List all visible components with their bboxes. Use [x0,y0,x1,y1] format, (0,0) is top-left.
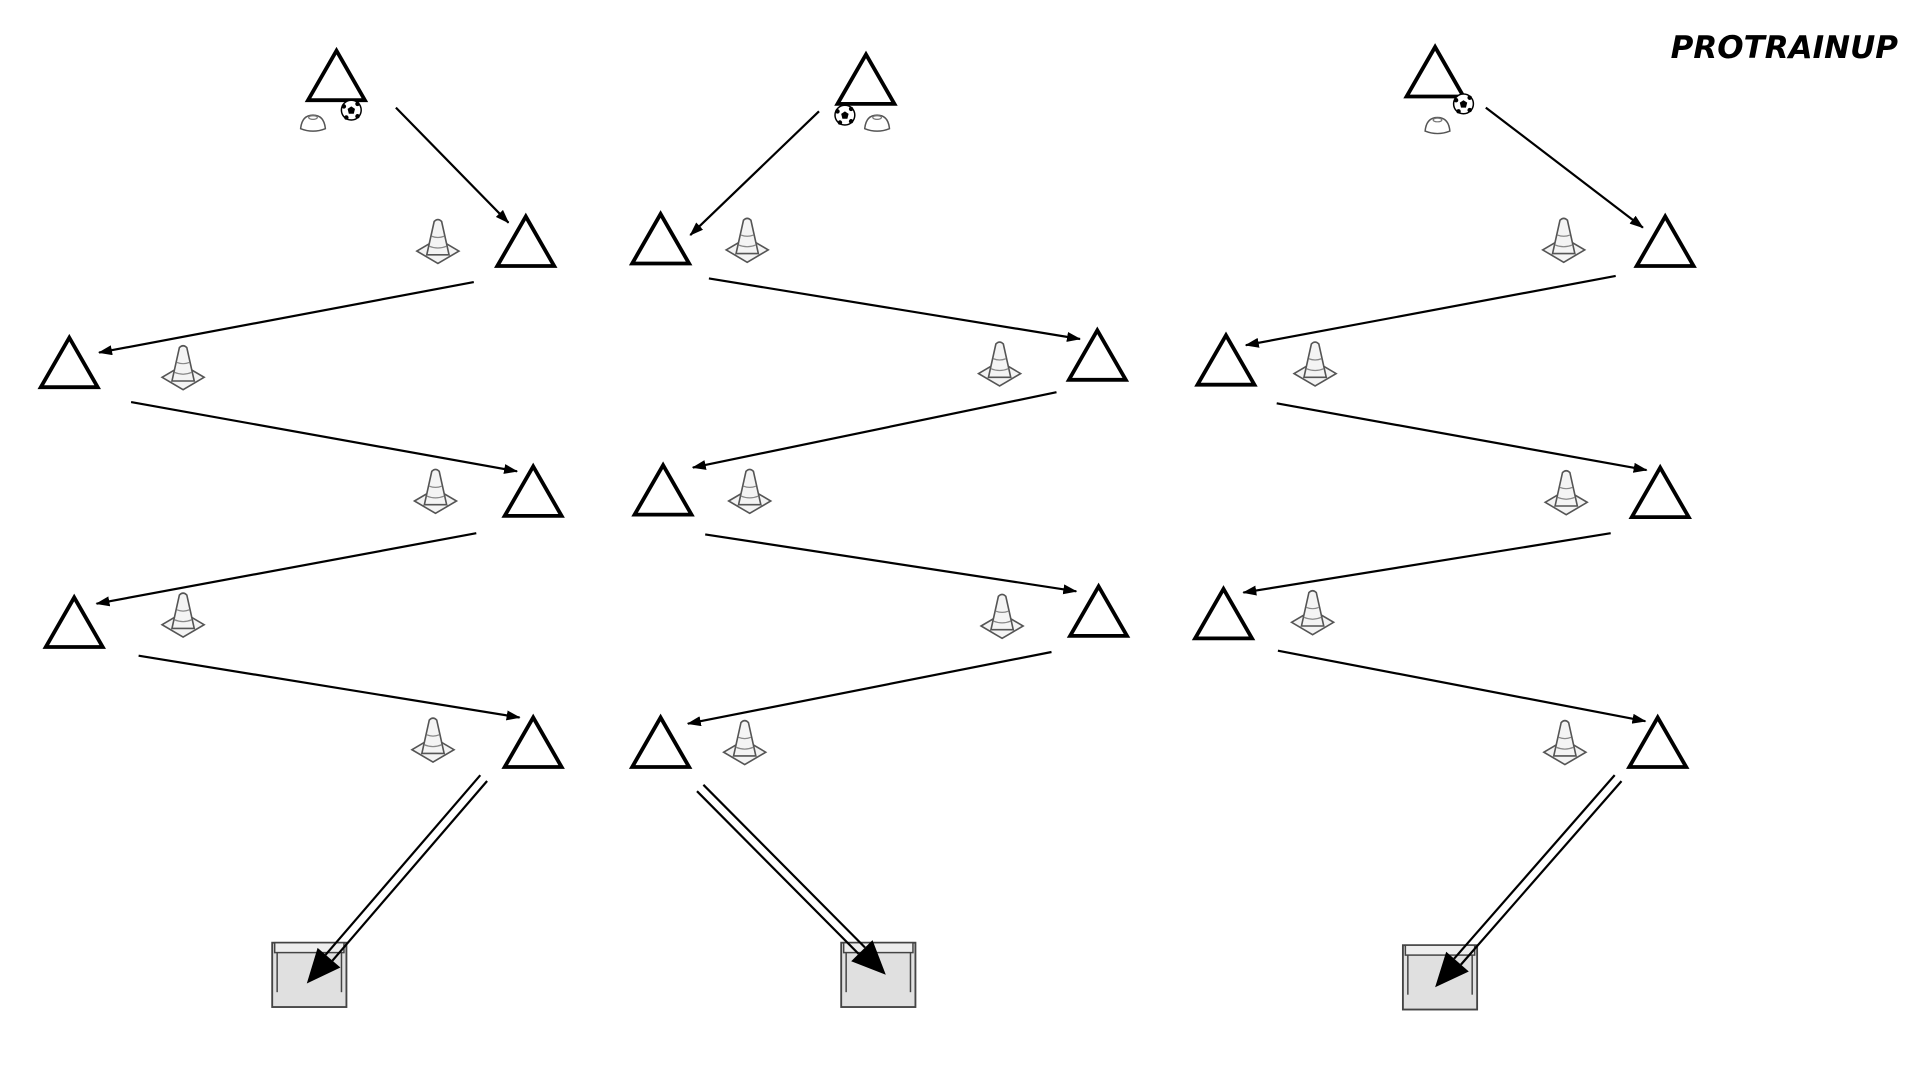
training-cone [1542,719,1588,766]
soccer-ball-icon [834,104,856,126]
training-cone [1541,217,1587,264]
dribble-arrow [705,533,1078,595]
dribble-arrow [691,391,1057,470]
shot-arrow [1435,774,1623,988]
dribble-arrow [689,110,820,236]
goal-middle [840,941,917,1008]
brand-logo: PROTRAINUP [1670,30,1898,66]
player-start-right [1403,43,1467,99]
equipment-layer [299,93,1475,135]
soccer-ball-icon [340,99,362,121]
training-cone [415,218,461,265]
disc-marker-icon [863,114,891,132]
dribble-arrow [686,650,1052,727]
dribble-arrow [1485,106,1644,229]
player [501,713,565,769]
goal-left [271,941,348,1008]
player [1191,585,1256,641]
player [1194,331,1258,387]
training-cone [412,468,459,515]
players-layer [37,43,1697,769]
player [37,333,101,390]
training-cone [976,341,1023,387]
training-cone [1543,469,1589,516]
player [42,593,106,649]
player [631,461,695,517]
player [494,212,558,268]
dribble-arrow [1277,649,1647,724]
dribble-arrow [138,654,521,721]
disc-marker-icon [1424,116,1451,135]
dribble-arrow [395,106,510,224]
training-cone [1289,589,1336,636]
dribble-arrow [130,401,519,474]
player [628,210,693,266]
dribble-arrow [95,532,477,607]
player-start-left [304,46,369,103]
shot-arrow [696,784,886,975]
training-cone [724,217,770,264]
training-cone [722,719,768,766]
training-cone [410,717,456,764]
shot-arrow [306,774,488,984]
dribble-arrow [98,281,475,356]
player [501,462,565,518]
player [1628,463,1692,519]
training-cone [727,468,773,515]
training-cone [160,344,206,391]
cones-layer [160,217,1589,766]
player [1065,326,1130,382]
player-start-middle [834,50,898,106]
player [628,713,693,769]
player [1626,713,1690,769]
dribble-arrow [708,277,1081,342]
training-cone [160,592,206,639]
arrows-layer [95,106,1648,988]
dribble-arrow [1242,532,1611,596]
dribble-arrow [1276,402,1648,473]
dribble-arrow [1244,274,1616,348]
soccer-ball-icon [1452,93,1475,115]
training-cone [1292,341,1338,387]
player [1633,212,1697,268]
player [1066,582,1131,638]
training-cone [979,593,1025,640]
disc-marker-icon [299,114,327,132]
